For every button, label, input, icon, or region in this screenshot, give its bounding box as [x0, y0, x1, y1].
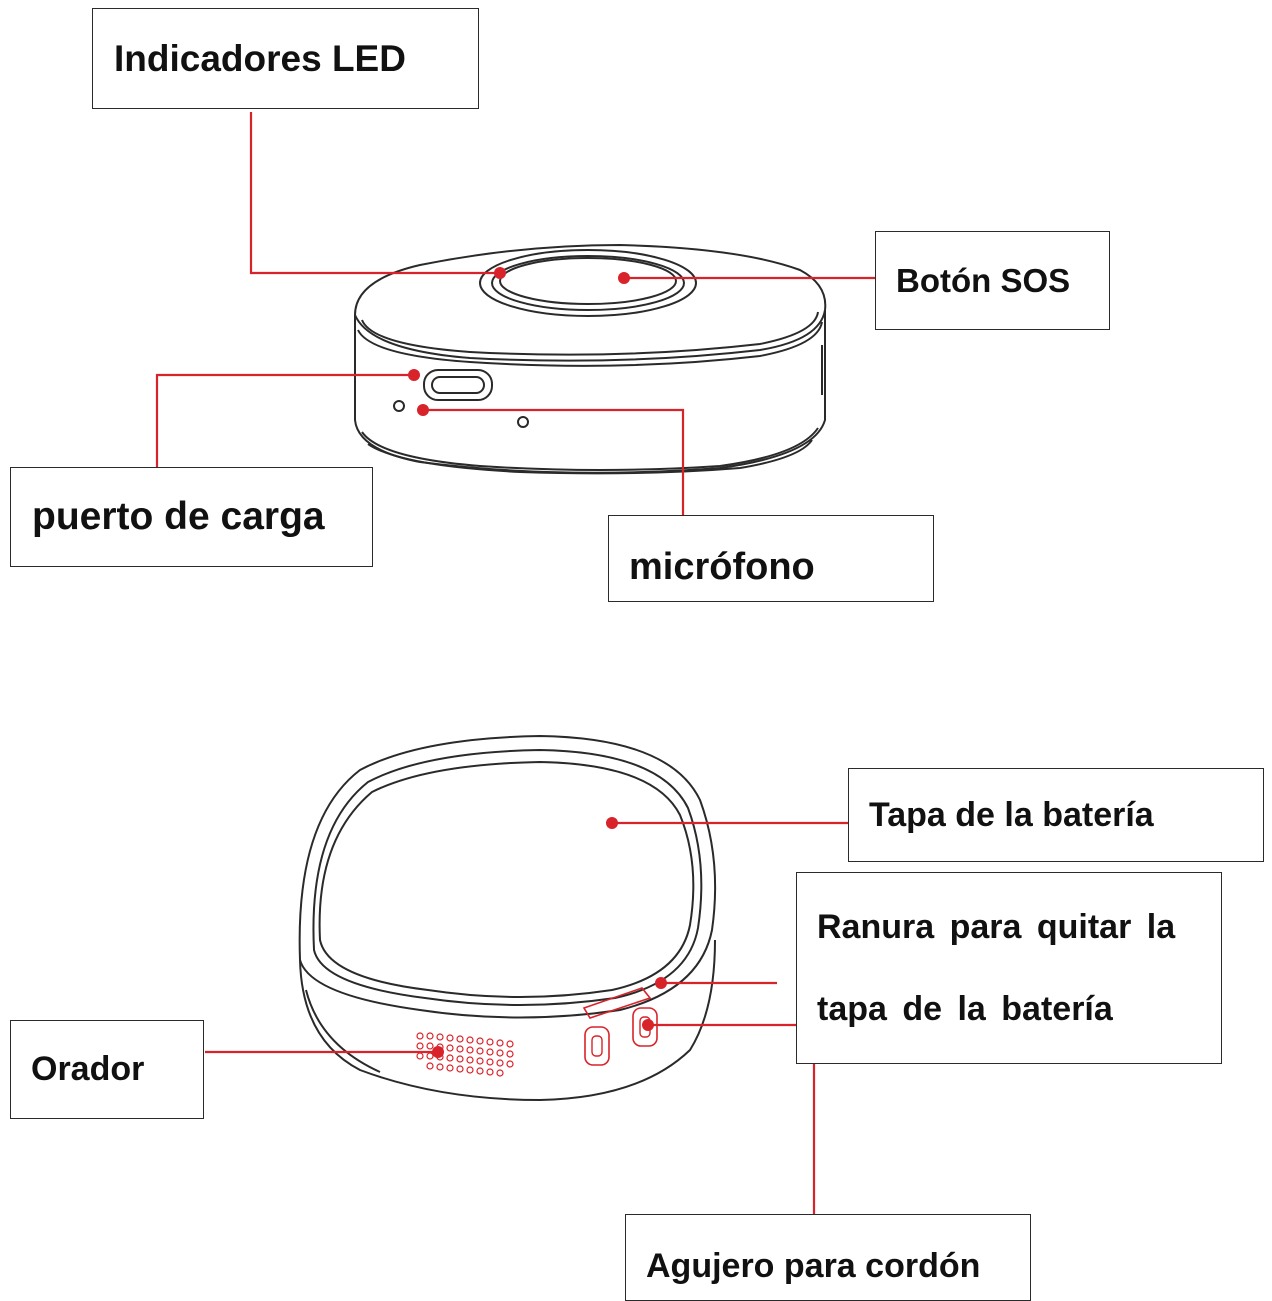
leader-led: [249, 112, 500, 275]
leader-mic: [423, 408, 685, 515]
label-cover-slot-line2: tapa de la batería: [817, 990, 1113, 1028]
label-sos-button-text: Botón SOS: [896, 261, 1071, 299]
label-speaker-text: Orador: [31, 1050, 145, 1088]
anchor-dots: [408, 267, 667, 1058]
label-led-indicators: Indicadores LED: [92, 8, 479, 109]
label-lanyard-hole-text: Agujero para cordón: [646, 1247, 981, 1285]
label-battery-cover: Tapa de la batería: [848, 768, 1264, 862]
leader-charging: [155, 373, 414, 467]
label-battery-cover-text: Tapa de la batería: [869, 795, 1154, 834]
label-cover-slot-line1: Ranura para quitar la: [817, 908, 1176, 946]
leader-lines: [155, 112, 875, 1214]
speaker-grille: [416, 1032, 514, 1077]
label-microphone: micrófono: [608, 515, 934, 602]
device-front-view: [353, 243, 827, 475]
label-led-indicators-text: Indicadores LED: [114, 37, 406, 79]
label-lanyard-hole: Agujero para cordón: [625, 1214, 1031, 1301]
label-sos-button: Botón SOS: [875, 231, 1110, 330]
label-speaker: Orador: [10, 1020, 204, 1119]
label-charging-port-text: puerto de carga: [32, 495, 325, 538]
label-charging-port: puerto de carga: [10, 467, 373, 567]
label-cover-slot: Ranura para quitar la tapa de la batería: [796, 872, 1222, 1064]
label-microphone-text: micrófono: [629, 546, 815, 588]
device-rear-view: [298, 734, 717, 1102]
